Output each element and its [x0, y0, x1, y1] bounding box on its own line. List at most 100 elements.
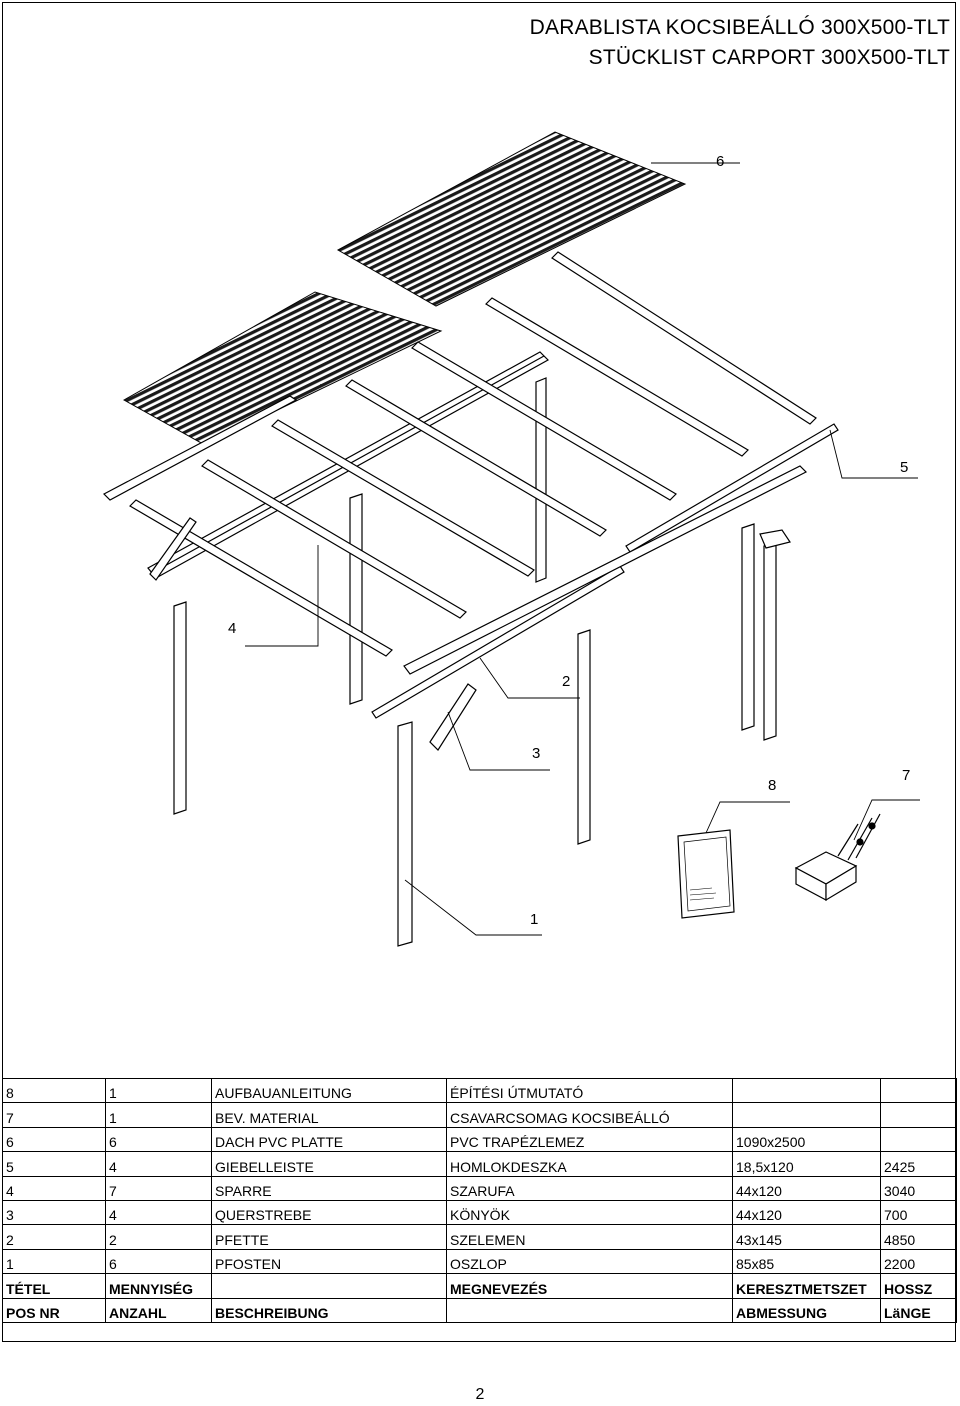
- length-cell: 700: [880, 1199, 957, 1226]
- assembly-manual-illustration: [677, 829, 735, 919]
- desc-hu-header: MEGNEVEZÉS: [446, 1273, 733, 1299]
- leader-7: [853, 799, 920, 841]
- desc-de-cell: AUFBAUANLEITUNG: [211, 1077, 447, 1104]
- desc-de-cell: QUERSTREBE: [211, 1199, 447, 1226]
- desc-hu-cell: SZELEMEN: [446, 1224, 733, 1250]
- qty-cell: 6: [105, 1248, 212, 1275]
- qty-cell: 4: [105, 1151, 212, 1177]
- pos-cell: 6: [2, 1126, 106, 1153]
- qty-cell: 4: [105, 1199, 212, 1226]
- post-front-middle: [397, 721, 413, 947]
- knee-brace-left: [149, 517, 197, 581]
- leader-8: [705, 801, 790, 834]
- roof-sheet-upper: [336, 131, 687, 307]
- length-cell: [880, 1077, 957, 1104]
- rafter-4: [345, 379, 607, 537]
- length-cell: 3040: [880, 1175, 957, 1201]
- knee-brace-front: [429, 683, 477, 751]
- qty-cell: 1: [105, 1077, 212, 1104]
- desc-hu-cell: SZARUFA: [446, 1175, 733, 1201]
- gable-board-back: [103, 395, 298, 501]
- leader-4: [245, 545, 319, 647]
- qty-header: ANZAHL: [105, 1297, 212, 1323]
- dimension-cell: [732, 1102, 881, 1128]
- desc-de-cell: PFOSTEN: [211, 1248, 447, 1275]
- callout-5: 5: [900, 459, 908, 476]
- dimension-cell: 43x145: [732, 1224, 881, 1250]
- pos-cell: 5: [2, 1151, 106, 1177]
- leader-1: [404, 879, 542, 936]
- callout-1: 1: [530, 911, 538, 928]
- gable-board-front-right: [625, 423, 839, 553]
- rafter-5: [271, 419, 535, 577]
- post-front-right: [577, 629, 591, 845]
- rafter-7: [129, 499, 393, 657]
- rafter-1: [551, 251, 817, 425]
- pos-cell: 2: [2, 1224, 106, 1250]
- dimension-cell: 44x120: [732, 1175, 881, 1201]
- desc-de-cell: PFETTE: [211, 1224, 447, 1250]
- post-back-far-right: [763, 541, 777, 741]
- dimension-header: KERESZTMETSZET: [732, 1273, 881, 1299]
- length-cell: 2200: [880, 1248, 957, 1275]
- dimension-cell: 18,5x120: [732, 1151, 881, 1177]
- knee-brace-right: [759, 529, 791, 549]
- page-number: 2: [475, 1386, 485, 1403]
- callout-2: 2: [562, 673, 570, 690]
- desc-de-cell: DACH PVC PLATTE: [211, 1126, 447, 1153]
- qty-cell: 6: [105, 1126, 212, 1153]
- desc-hu-cell: PVC TRAPÉZLEMEZ: [446, 1126, 733, 1153]
- qty-cell: 2: [105, 1224, 212, 1250]
- dimension-cell: 44x120: [732, 1199, 881, 1226]
- carport-exploded-drawing: 6 5 4 2 3 8 7 1: [103, 131, 920, 947]
- pos-cell: 3: [2, 1199, 106, 1226]
- callout-7: 7: [902, 767, 910, 784]
- pos-cell: 1: [2, 1248, 106, 1275]
- pos-header: POS NR: [2, 1297, 106, 1323]
- dimension-cell: 85x85: [732, 1248, 881, 1275]
- rafter-2: [485, 297, 749, 457]
- length-header: LäNGE: [880, 1297, 957, 1323]
- pos-header: TÉTEL: [2, 1273, 106, 1299]
- desc-hu-cell: HOMLOKDESZKA: [446, 1151, 733, 1177]
- length-cell: 2425: [880, 1151, 957, 1177]
- post-back-right: [741, 523, 755, 731]
- desc-hu-header: [446, 1297, 733, 1323]
- pos-cell: 8: [2, 1077, 106, 1104]
- post-back-middle: [535, 377, 547, 583]
- desc-de-cell: GIEBELLEISTE: [211, 1151, 447, 1177]
- callout-6: 6: [716, 153, 724, 170]
- rafter-6: [201, 459, 467, 619]
- page-frame: [2, 2, 956, 1342]
- dimension-cell: [732, 1077, 881, 1104]
- desc-de-cell: BEV. MATERIAL: [211, 1102, 447, 1128]
- desc-hu-cell: ÉPÍTÉSI ÚTMUTATÓ: [446, 1077, 733, 1104]
- dimension-header: ABMESSUNG: [732, 1297, 881, 1323]
- length-cell: [880, 1102, 957, 1128]
- hardware-package-illustration: [794, 813, 881, 902]
- desc-hu-cell: OSZLOP: [446, 1248, 733, 1275]
- post-back-left: [349, 493, 363, 705]
- pos-cell: 4: [2, 1175, 106, 1201]
- gable-board-front-left: [371, 565, 625, 719]
- leader-5: [829, 429, 918, 479]
- desc-de-header: [211, 1273, 447, 1299]
- pos-cell: 7: [2, 1102, 106, 1128]
- post-front-left: [173, 601, 187, 815]
- callout-3: 3: [532, 745, 540, 762]
- qty-cell: 1: [105, 1102, 212, 1128]
- leader-2: [479, 657, 580, 699]
- title-german: STÜCKLIST CARPORT 300X500-TLT: [588, 46, 950, 69]
- desc-hu-cell: CSAVARCSOMAG KOCSIBEÁLLÓ: [446, 1102, 733, 1128]
- leader-3: [447, 711, 550, 771]
